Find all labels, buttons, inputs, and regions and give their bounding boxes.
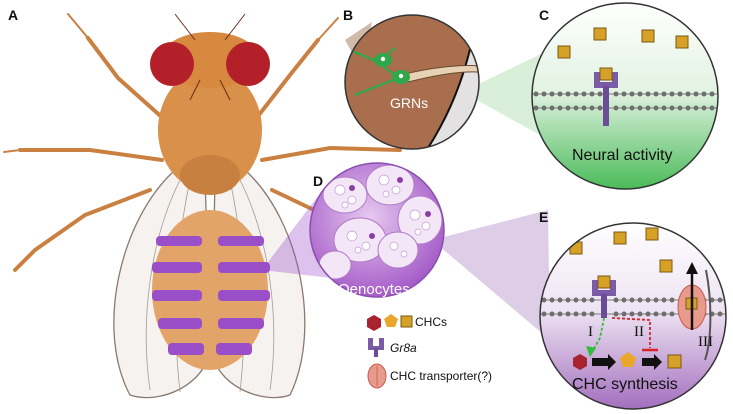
membrane-c — [532, 91, 718, 111]
panel-label-d: D — [313, 173, 323, 189]
pentagon-icon — [620, 352, 636, 367]
legend-chcs-label: CHCs — [415, 315, 447, 329]
chc-squares-e — [569, 227, 673, 273]
panel-b: GRNs — [344, 14, 480, 150]
export-arrow-head — [686, 262, 698, 274]
chc-squares-c — [557, 27, 689, 59]
panel-d: Oenocytes — [309, 162, 445, 298]
oenocytes-label: Oenocytes — [338, 281, 410, 298]
legend-receptor-icon — [368, 338, 384, 357]
scutellum — [180, 155, 240, 195]
fly-illustration — [3, 13, 402, 399]
grns-label: GRNs — [390, 95, 428, 111]
receptor-icon-e — [592, 275, 616, 318]
square-icon — [667, 354, 682, 369]
legend-pentagon-icon — [384, 314, 398, 327]
panel-e: I II III CHC synthesis — [539, 222, 727, 410]
legend-transporter-icon — [367, 363, 387, 389]
legend-hexagon-icon — [367, 315, 381, 331]
oenocyte-stripes — [152, 236, 270, 355]
pathway-label-iii: III — [698, 334, 713, 350]
legend: CHCs Gr8a CHC transporter(?) — [367, 314, 492, 389]
inhibition-line-ii — [611, 317, 651, 348]
left-eye — [150, 42, 194, 86]
legend-transporter-label: CHC transporter(?) — [390, 369, 492, 383]
neural-activity-label: Neural activity — [572, 147, 672, 164]
arrow-icon — [592, 354, 616, 370]
pathway-label-i: I — [588, 324, 593, 340]
legend-gr8a-label: Gr8a — [390, 341, 417, 355]
arrow-icon-2 — [642, 354, 662, 370]
right-eye — [226, 42, 270, 86]
oenocyte-cells — [318, 164, 443, 280]
synthesis-pathway — [573, 352, 682, 370]
pathway-label-ii: II — [634, 324, 644, 340]
hexagon-icon — [573, 354, 587, 370]
activation-arrow-i — [591, 317, 605, 353]
chc-synthesis-label: CHC synthesis — [572, 376, 678, 393]
legend-square-icon — [400, 315, 413, 328]
arrow-i-head — [586, 346, 596, 357]
connector-d-e — [432, 210, 550, 340]
receptor-icon — [594, 67, 618, 126]
bristles — [174, 13, 246, 101]
panel-label-b: B — [343, 7, 353, 23]
thorax — [158, 68, 262, 192]
panel-label-c: C — [539, 7, 549, 23]
connector-b-c — [462, 52, 545, 135]
abdomen — [152, 210, 268, 370]
export-path-iii — [704, 269, 712, 361]
panel-label-a: A — [8, 7, 18, 23]
panel-c: Neural activity — [531, 2, 719, 190]
panel-label-e: E — [539, 209, 548, 225]
